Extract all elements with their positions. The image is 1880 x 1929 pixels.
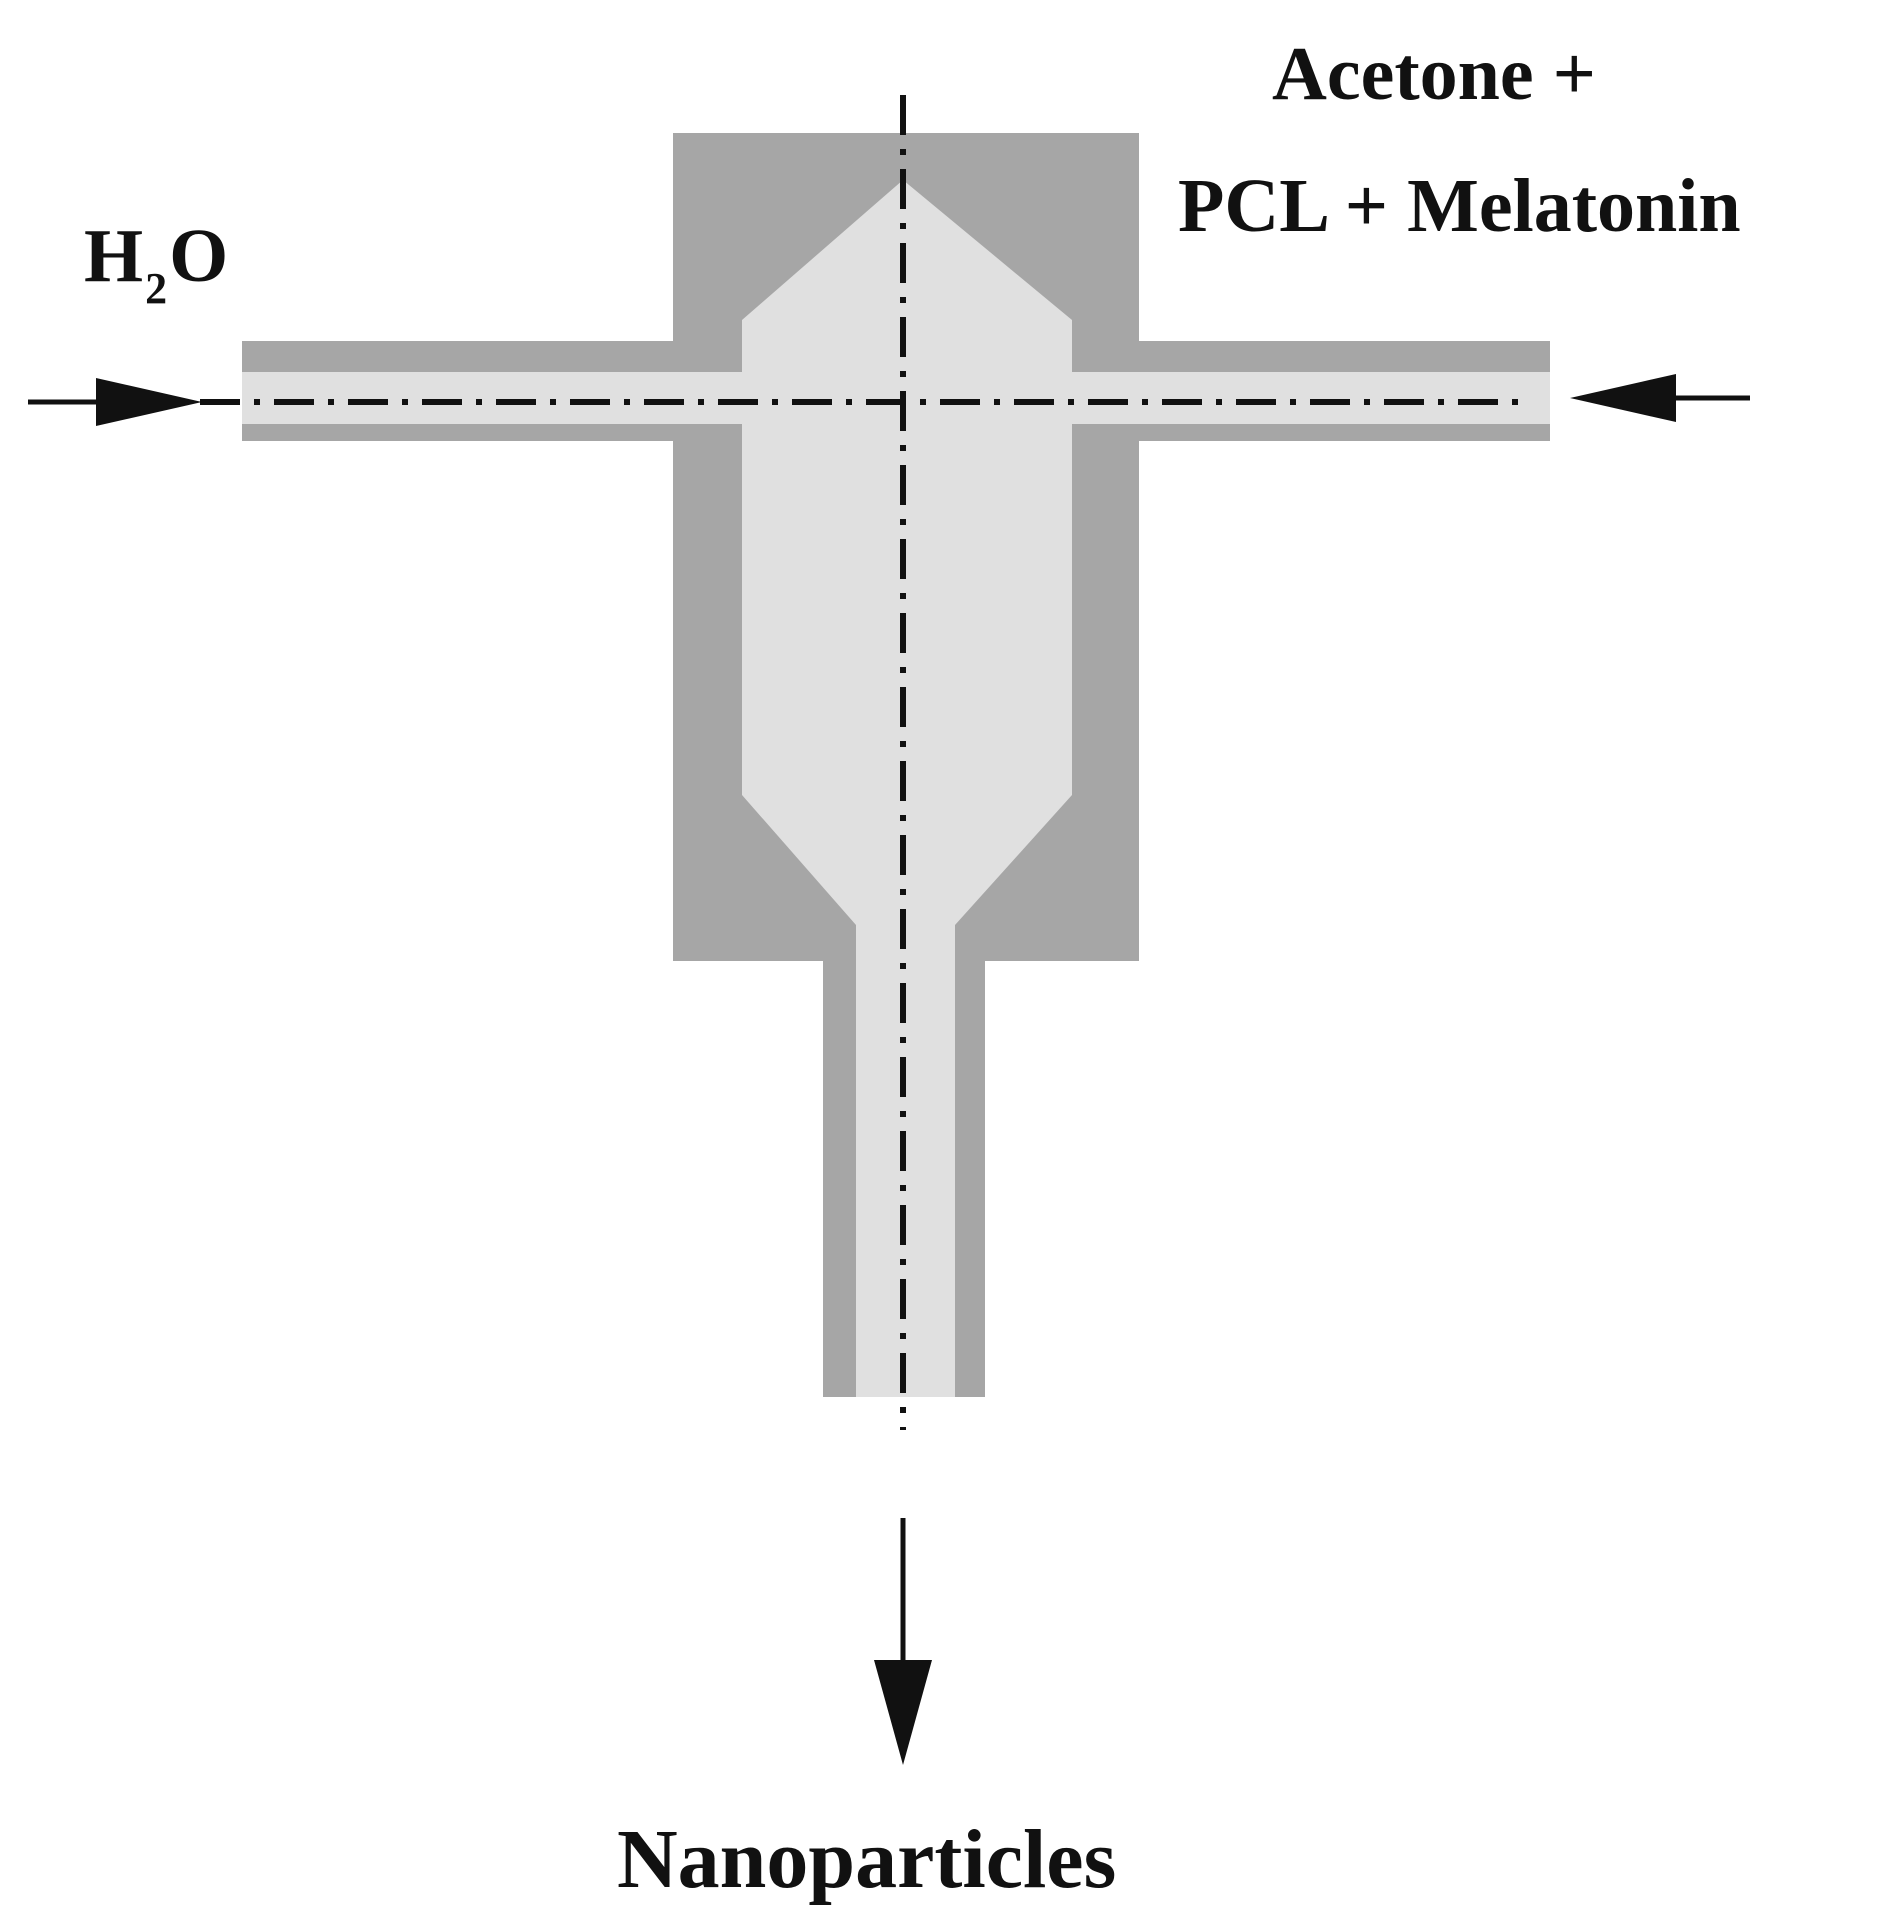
center-lines [200,95,1530,1430]
fluid-channels [242,180,1550,1397]
water-label-main: H [84,214,144,298]
water-inlet-arrow [28,378,202,426]
water-label-tail: O [169,214,229,298]
output-label: Nanoparticles [617,1813,1117,1906]
water-inlet-label: H2O [84,218,228,311]
organic-feed-label-line2: PCL + Melatonin [1178,164,1741,248]
water-label-subscript: 2 [145,264,168,313]
organic-inlet-arrow [1570,374,1750,422]
left-inlet-channel [242,372,742,424]
output-arrow [874,1518,932,1765]
organic-feed-label-line1: Acetone + [1272,32,1596,116]
flow-arrows [28,374,1750,1765]
mixing-chamber [742,180,1072,1397]
right-inlet-channel [1070,372,1550,424]
